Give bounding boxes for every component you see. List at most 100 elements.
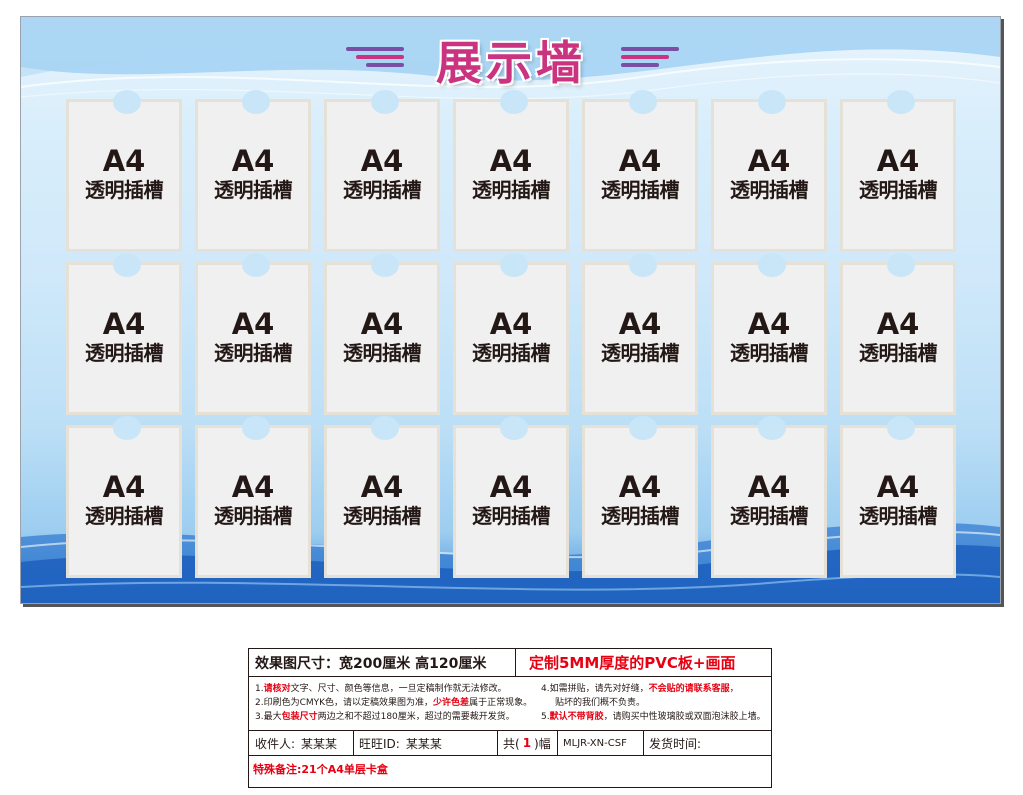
- note-text: 文字、尺寸、颜色等信息，一旦定稿制作就无法修改。: [290, 684, 507, 694]
- slot-notch: [371, 90, 399, 114]
- slot-size: A4: [360, 307, 404, 341]
- slot-size: A4: [747, 144, 791, 178]
- note-highlight: 包装尺寸: [281, 712, 318, 722]
- slot-label: 透明插槽: [343, 178, 422, 202]
- title-deco-line: [621, 47, 679, 51]
- slot-size: A4: [618, 470, 662, 504]
- slot-notch: [500, 90, 528, 114]
- slot-size: A4: [360, 470, 404, 504]
- note-prefix: 1.: [255, 684, 264, 694]
- note-prefix: 4.如需拼贴，请先对好缝，: [541, 684, 649, 694]
- slot-notch: [758, 253, 786, 277]
- title-deco-line: [621, 63, 659, 67]
- slot-label: 透明插槽: [472, 178, 551, 202]
- title-deco-line: [356, 55, 404, 59]
- slot-notch: [887, 253, 915, 277]
- count-value: 1: [522, 736, 532, 750]
- count-cell: 共( 1 )幅: [503, 731, 557, 755]
- slot-label: 透明插槽: [601, 504, 680, 528]
- material-label: 定制5MM厚度的PVC板+画面: [529, 654, 736, 672]
- divider: [353, 731, 354, 755]
- divider: [497, 731, 498, 755]
- note-prefix: 5.: [541, 712, 550, 722]
- slot-label: 透明插槽: [859, 504, 938, 528]
- slot-label: 透明插槽: [85, 178, 164, 202]
- slot-size: A4: [102, 470, 146, 504]
- note-highlight: 请核对: [263, 684, 291, 694]
- slot-size: A4: [231, 144, 275, 178]
- slot-label: 透明插槽: [85, 341, 164, 365]
- note-line: 4.如需拼贴，请先对好缝，不会贴的请联系客服，: [541, 683, 739, 695]
- slot-size: A4: [618, 307, 662, 341]
- slot-notch: [758, 416, 786, 440]
- slot-notch: [242, 253, 270, 277]
- slot-notch: [371, 416, 399, 440]
- note-prefix: 2.印刷色为CMYK色，请以定稿效果图为准，: [255, 698, 434, 708]
- note-text: ，: [729, 684, 739, 694]
- note-text: 属于正常现象。: [469, 698, 533, 708]
- count-suffix: )幅: [534, 736, 551, 751]
- note-line: 5.默认不带背胶，请购买中性玻璃胶或双面泡沫胶上墙。: [541, 711, 766, 723]
- slot-size: A4: [489, 144, 533, 178]
- size-label: 效果图尺寸：宽200厘米 高120厘米: [255, 655, 487, 672]
- slot-size: A4: [747, 470, 791, 504]
- slot-notch: [887, 90, 915, 114]
- slot-notch: [113, 253, 141, 277]
- order-info-table: 效果图尺寸：宽200厘米 高120厘米 定制5MM厚度的PVC板+画面 1.请核…: [248, 648, 772, 788]
- slot-label: 透明插槽: [85, 504, 164, 528]
- slot-size: A4: [489, 470, 533, 504]
- divider: [557, 731, 558, 755]
- slot-size: A4: [489, 307, 533, 341]
- note-line: 贴坏的我们概不负责。: [555, 697, 645, 709]
- slot-size: A4: [876, 144, 920, 178]
- slot-label: 透明插槽: [730, 178, 809, 202]
- slot-notch: [758, 90, 786, 114]
- slot-label: 透明插槽: [343, 341, 422, 365]
- note-line: 1.请核对文字、尺寸、颜色等信息，一旦定稿制作就无法修改。: [255, 683, 507, 695]
- note-line: 2.印刷色为CMYK色，请以定稿效果图为准，少许色差属于正常现象。: [255, 697, 532, 709]
- count-prefix: 共(: [503, 736, 520, 751]
- slot-notch: [629, 90, 657, 114]
- note-prefix: 3.最大: [255, 712, 282, 722]
- note-text: 贴坏的我们概不负责。: [555, 698, 646, 708]
- note-text: 两边之和不超过180厘米，超过的需要裁开发货。: [317, 712, 515, 722]
- slot-size: A4: [231, 470, 275, 504]
- slot-notch: [113, 416, 141, 440]
- slot-label: 透明插槽: [214, 504, 293, 528]
- slot-notch: [629, 416, 657, 440]
- note-highlight: 少许色差: [433, 698, 470, 708]
- slot-notch: [500, 416, 528, 440]
- wangwang-label: 旺旺ID:: [359, 736, 400, 751]
- title-deco-line: [621, 55, 669, 59]
- slot-size: A4: [231, 307, 275, 341]
- note-text: ，请购买中性玻璃胶或双面泡沫胶上墙。: [603, 712, 766, 722]
- recipient-row: 收件人: 某某某 旺旺ID: 某某某 共( 1 )幅 MLJR-XN-CSF 发…: [249, 731, 771, 756]
- special-note-row: 特殊备注:21个A4单层卡盒: [249, 756, 771, 787]
- divider: [515, 649, 516, 676]
- note-line: 3.最大包装尺寸两边之和不超过180厘米，超过的需要裁开发货。: [255, 711, 515, 723]
- divider: [643, 731, 644, 755]
- product-code: MLJR-XN-CSF: [563, 737, 627, 749]
- title-area: 展示墙: [21, 36, 1000, 99]
- note-highlight: 默认不带背胶: [549, 712, 604, 722]
- recipient-cell: 收件人: 某某某: [255, 731, 353, 755]
- slot-label: 透明插槽: [730, 341, 809, 365]
- slot-size: A4: [876, 307, 920, 341]
- recipient-label: 收件人:: [255, 736, 296, 751]
- slot-size: A4: [747, 307, 791, 341]
- slot-label: 透明插槽: [214, 341, 293, 365]
